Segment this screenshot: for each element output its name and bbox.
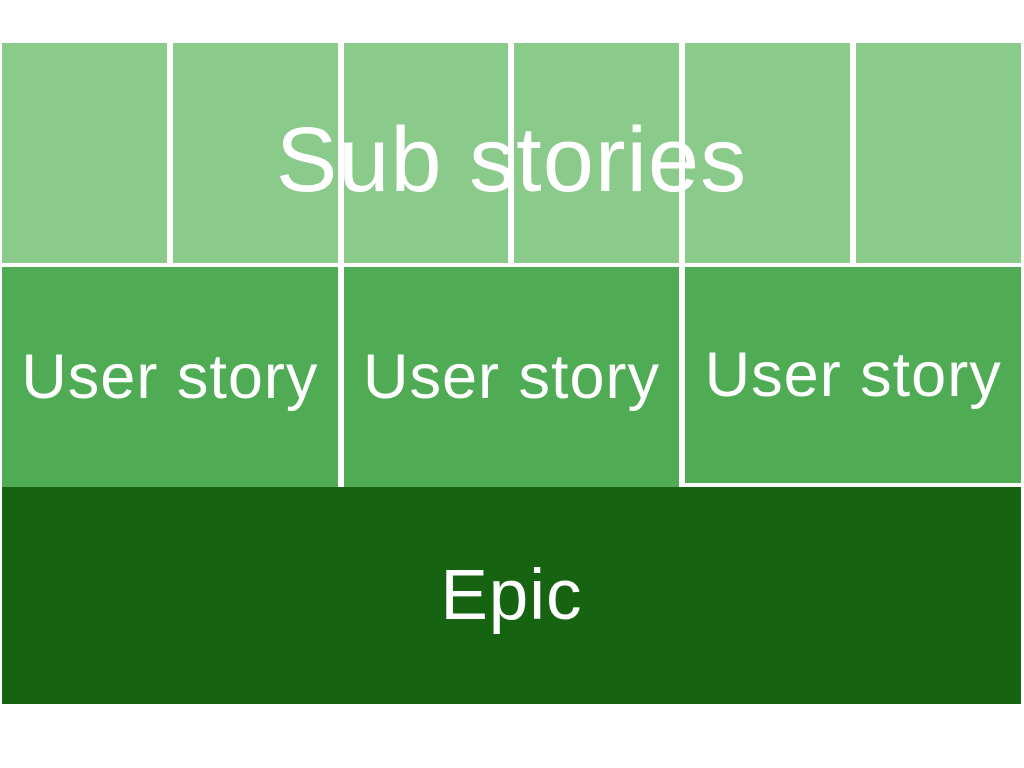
user-stories-row: User story User story User story: [2, 267, 1022, 487]
epic-label: Epic: [440, 556, 583, 635]
user-story-block: User story: [685, 267, 1022, 483]
user-story-block: User story: [2, 267, 338, 487]
user-story-label: User story: [704, 340, 1002, 410]
sub-story-block: [2, 43, 167, 263]
sub-story-block: [514, 43, 680, 263]
sub-stories-row: Sub stories: [2, 43, 1021, 263]
epic-block: Epic: [2, 487, 1021, 704]
sub-story-block: [856, 43, 1021, 263]
user-story-label: User story: [21, 342, 319, 412]
sub-story-block: [172, 43, 338, 263]
sub-story-block: [343, 43, 509, 263]
sub-story-block: [685, 43, 851, 263]
user-story-block: User story: [343, 267, 680, 487]
user-story-label: User story: [362, 342, 661, 412]
